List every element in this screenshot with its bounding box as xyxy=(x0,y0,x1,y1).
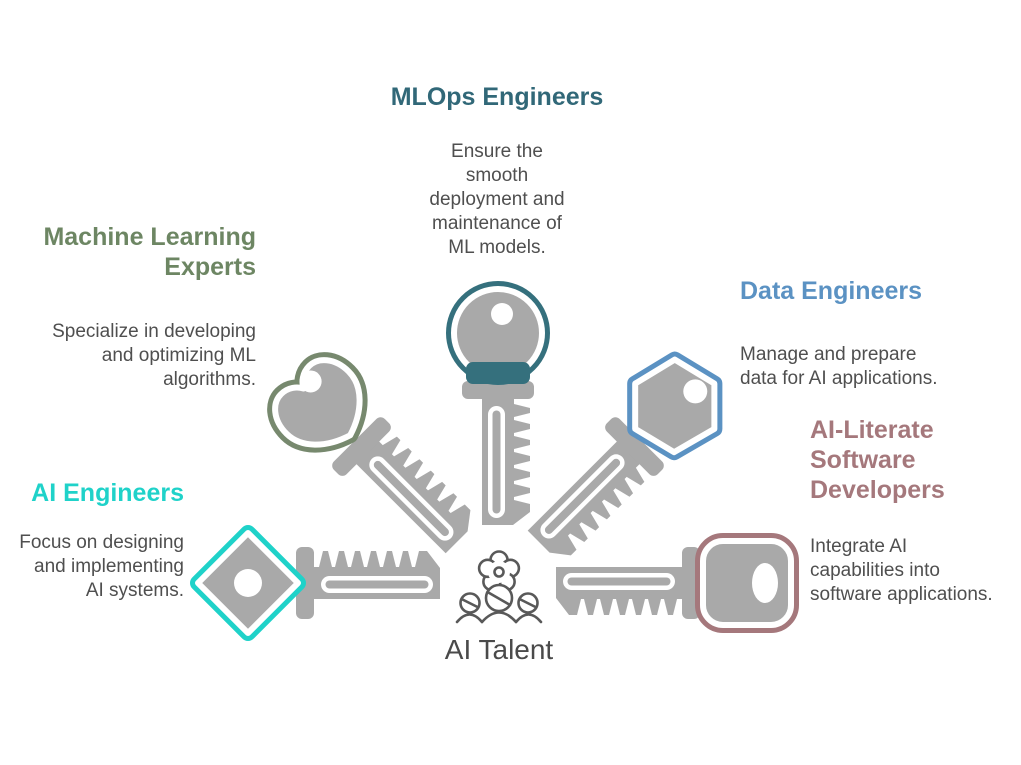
role-description-ai-engineers: Focus on designing and implementing AI s… xyxy=(19,532,184,601)
key-head-rounded-square xyxy=(695,533,799,633)
key-data-engineers-icon xyxy=(527,351,723,556)
key-head-round xyxy=(446,281,550,385)
role-description-mlops-engineers: Ensure the smooth deployment and mainten… xyxy=(429,141,565,258)
role-block-ai-literate-software-developers: AI-Literate Software Developers Integrat… xyxy=(810,415,1020,607)
role-block-machine-learning-experts: Machine Learning Experts Specialize in d… xyxy=(6,222,256,392)
role-title-machine-learning-experts: Machine Learning Experts xyxy=(43,223,256,281)
key-head-diamond xyxy=(190,525,306,641)
role-description-ai-literate-software-developers: Integrate AI capabilities into software … xyxy=(810,536,993,605)
role-block-mlops-engineers: MLOps Engineers Ensure the smooth deploy… xyxy=(347,82,647,260)
key-head-hexagon xyxy=(627,351,723,461)
key-shaft xyxy=(296,547,440,619)
role-title-ai-engineers: AI Engineers xyxy=(31,479,184,507)
key-mlops-engineers-icon xyxy=(446,281,550,525)
gear-icon xyxy=(477,550,521,592)
key-shaft xyxy=(332,417,471,554)
role-description-data-engineers: Manage and prepare data for AI applicati… xyxy=(740,344,938,389)
key-shaft xyxy=(462,381,534,525)
key-shaft xyxy=(527,417,664,556)
ai-talent-icon xyxy=(455,550,543,624)
role-block-data-engineers: Data Engineers Manage and prepare data f… xyxy=(740,276,975,391)
role-block-ai-engineers: AI Engineers Focus on designing and impl… xyxy=(0,478,184,603)
role-title-ai-literate-software-developers: AI-Literate Software Developers xyxy=(810,416,945,504)
role-title-data-engineers: Data Engineers xyxy=(740,277,923,305)
key-head-heart xyxy=(267,352,368,453)
center-label: AI Talent xyxy=(444,634,554,665)
people-icon xyxy=(455,583,543,624)
key-machine-learning-experts-icon xyxy=(267,352,471,554)
key-shaft xyxy=(556,547,700,619)
key-ai-literate-software-developers-icon xyxy=(556,533,799,633)
role-description-machine-learning-experts: Specialize in developing and optimizing … xyxy=(52,321,256,390)
key-ai-engineers-icon xyxy=(190,525,440,641)
role-title-mlops-engineers: MLOps Engineers xyxy=(390,83,604,111)
